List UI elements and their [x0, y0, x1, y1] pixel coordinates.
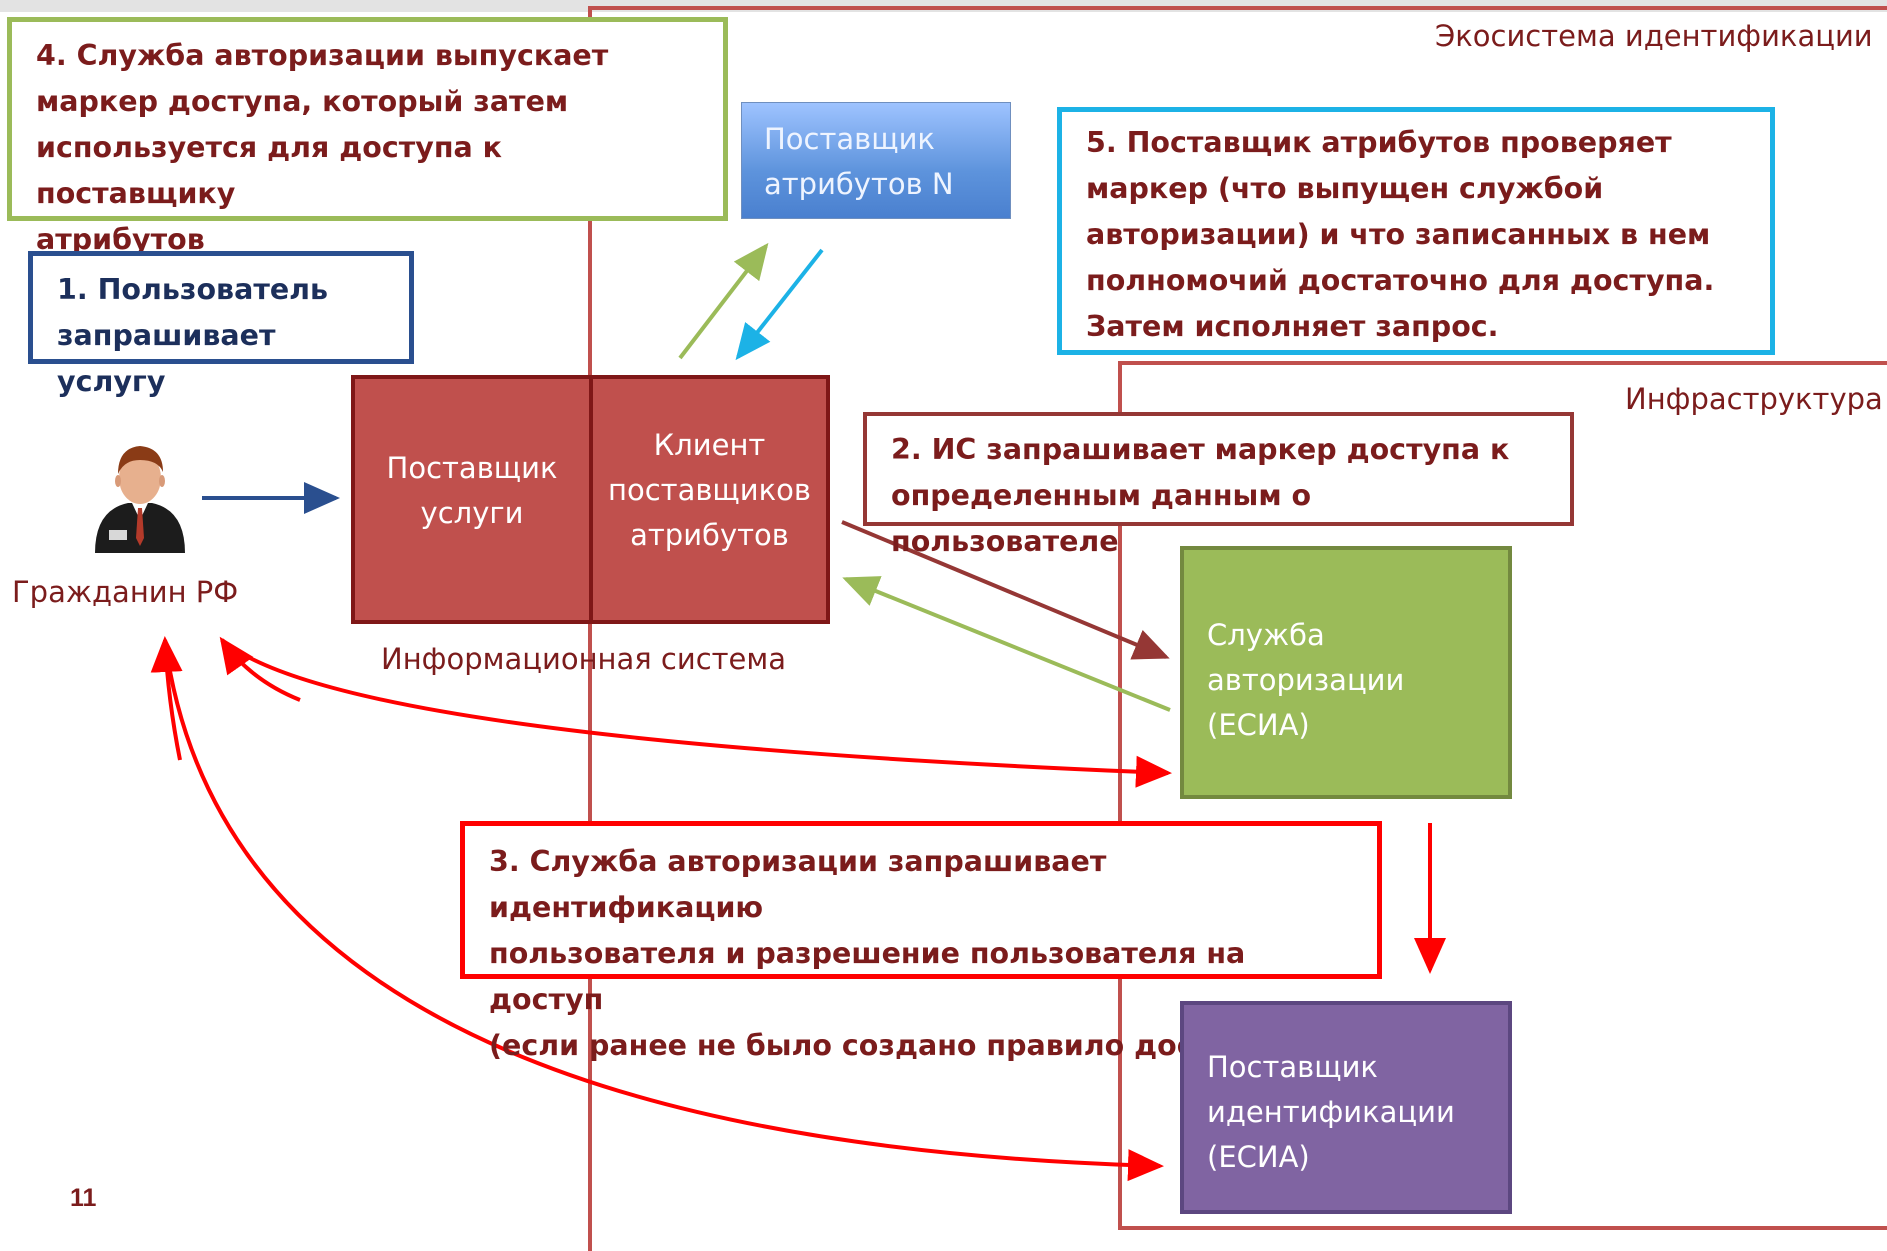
- arrow-attr-provider-response: [735, 248, 824, 361]
- attribute-client-label: Клиент поставщиков атрибутов: [608, 428, 811, 552]
- infrastructure-region-label: Инфраструктура: [1625, 382, 1883, 416]
- step5-note: 5. Поставщик атрибутов проверяет маркер …: [1057, 107, 1775, 355]
- ecosystem-region-label: Экосистема идентификации: [1435, 19, 1873, 53]
- arrow-curve-head-citizen-2: [150, 636, 183, 761]
- step3-note: 3. Служба авторизации запрашивает иденти…: [460, 821, 1382, 1062]
- auth-service-box: Служба авторизации (ЕСИА): [1180, 546, 1512, 799]
- citizen-person-icon: [95, 446, 185, 553]
- step1-note: 1. Пользователь запрашивает услугу: [28, 251, 414, 398]
- service-provider-label: Поставщик услуги: [386, 451, 558, 530]
- arrow-auth-to-is: [842, 576, 1171, 712]
- arrow-citizen-idp-curve: [163, 639, 1164, 1182]
- arrow-token-to-attr-provider: [678, 242, 769, 360]
- page-number: 11: [70, 1184, 97, 1212]
- arrow-is-to-auth: [841, 520, 1170, 660]
- information-system-caption: Информационная система: [381, 642, 787, 676]
- arrow-citizen-auth-curve: [220, 638, 1172, 788]
- infrastructure-region-frame: [1118, 361, 1887, 1230]
- step2-note: 2. ИС запрашивает маркер доступа к опред…: [863, 412, 1574, 558]
- information-system-divider: [589, 375, 593, 624]
- attribute-provider-n-box: Поставщик атрибутов N: [741, 102, 1011, 219]
- arrow-curve-head-citizen: [219, 636, 301, 702]
- citizen-label: Гражданин РФ: [12, 575, 239, 609]
- identity-provider-box: Поставщик идентификации (ЕСИА): [1180, 1001, 1512, 1214]
- step4-note: 4. Служба авторизации выпускает маркер д…: [7, 17, 728, 256]
